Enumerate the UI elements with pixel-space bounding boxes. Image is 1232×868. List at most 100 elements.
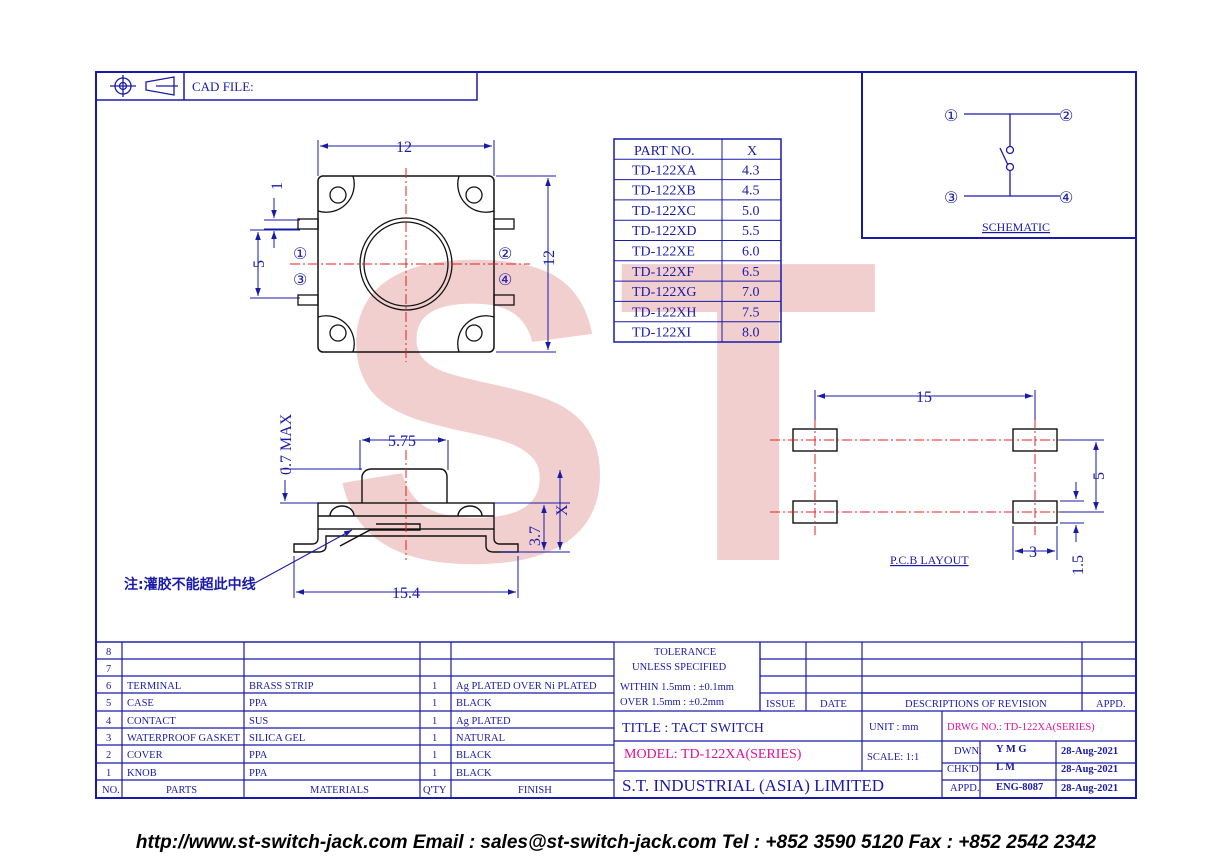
dim-pad-width-label: 3 [1029, 544, 1037, 561]
part-number-cell: TD-122XC [632, 204, 696, 219]
bom-material-cell: SILICA GEL [249, 733, 305, 744]
bom-part-cell: KNOB [127, 768, 157, 779]
bom-part-cell: CONTACT [127, 716, 176, 727]
pin-2-label: ② [498, 246, 512, 263]
svg-text:WITHIN 1.5mm : ±0.1mm: WITHIN 1.5mm : ±0.1mm [620, 682, 734, 693]
watermark-logo: ST [330, 172, 879, 652]
pin-4-label: ④ [498, 272, 512, 289]
bom-header-no: NO. [102, 785, 120, 796]
bom-no-cell: 4 [106, 716, 112, 727]
svg-text:28-Aug-2021: 28-Aug-2021 [1061, 746, 1118, 757]
pcb-layout: 15 5 3 1.5 P.C.B LAYOUT [770, 389, 1108, 575]
bom-qty-cell: 1 [432, 681, 437, 692]
title-block: TITLE : TACT SWITCH UNIT : mm DRWG NO.: … [622, 721, 1118, 795]
svg-text:ENG-8087: ENG-8087 [996, 782, 1043, 793]
bom-finish-cell: NATURAL [456, 733, 505, 744]
bom-finish-cell: BLACK [456, 698, 492, 709]
tolerance-block: TOLERANCE UNLESS SPECIFIED WITHIN 1.5mm … [620, 647, 734, 708]
svg-text:DESCRIPTIONS OF REVISION: DESCRIPTIONS OF REVISION [905, 699, 1047, 710]
bom-finish-cell: BLACK [456, 768, 492, 779]
bom-header-finish: FINISH [518, 785, 552, 796]
schematic-block: ① ② ③ ④ SCHEMATIC [861, 71, 1137, 239]
header-block: CAD FILE: [95, 71, 478, 101]
part-number-cell: TD-122XI [632, 326, 691, 341]
scale-label: SCALE: 1:1 [867, 752, 919, 763]
svg-text:OVER 1.5mm : ±0.2mm: OVER 1.5mm : ±0.2mm [620, 697, 724, 708]
bom-material-cell: PPA [249, 698, 268, 709]
x-value-cell: 6.0 [742, 245, 760, 260]
part-number-cell: TD-122XA [632, 163, 697, 178]
svg-text:UNLESS SPECIFIED: UNLESS SPECIFIED [632, 662, 727, 673]
bom-material-cell: BRASS STRIP [249, 681, 314, 692]
x-value-cell: 7.0 [742, 285, 760, 300]
dim-pin-pitch-label: 5 [251, 260, 268, 268]
bom-part-cell: WATERPROOF GASKET [127, 733, 240, 744]
model-label: MODEL: TD-122XA(SERIES) [624, 747, 802, 762]
x-header: X [747, 144, 757, 159]
part-number-cell: TD-122XF [632, 265, 694, 280]
part-number-cell: TD-122XH [632, 305, 697, 320]
bom-no-cell: 7 [106, 664, 111, 675]
svg-text:L M: L M [996, 762, 1015, 773]
bom-qty-cell: 1 [432, 768, 437, 779]
sch-pin-1: ① [944, 108, 958, 125]
sch-pin-3: ③ [944, 190, 958, 207]
dim-pcb-pitch-label: 5 [1091, 472, 1108, 480]
dim-cap-width-label: 5.75 [388, 433, 416, 450]
unit-label: UNIT : mm [869, 722, 918, 733]
bom-part-cell: CASE [127, 698, 154, 709]
x-value-cell: 4.3 [742, 163, 760, 178]
svg-text:APPD.: APPD. [1096, 699, 1125, 710]
x-value-cell: 4.5 [742, 184, 760, 199]
revision-block: ISSUE DATE DESCRIPTIONS OF REVISION APPD… [766, 699, 1125, 710]
sch-pin-2: ② [1059, 108, 1073, 125]
x-value-cell: 5.0 [742, 204, 760, 219]
bom-no-cell: 2 [106, 750, 111, 761]
svg-text:ISSUE: ISSUE [766, 699, 795, 710]
part-number-cell: TD-122XE [632, 245, 695, 260]
bom-qty-cell: 1 [432, 698, 437, 709]
bom-qty-cell: 1 [432, 716, 437, 727]
dim-body-height-label: 3.7 [527, 526, 544, 546]
svg-text:CHK'D: CHK'D [947, 764, 979, 775]
bom-finish-cell: BLACK [456, 750, 492, 761]
svg-text:DATE: DATE [820, 699, 847, 710]
pin-1-label: ① [293, 246, 307, 263]
top-view: 12 12 1 5 ① ② ③ ④ [250, 139, 558, 362]
svg-text:DWN.: DWN. [954, 746, 982, 757]
drawing-number: DRWG NO.: TD-122XA(SERIES) [947, 722, 1095, 733]
projection-symbol-icon [110, 75, 178, 97]
dim-pin-offset-label: 1 [269, 182, 286, 190]
bom-no-cell: 8 [106, 647, 111, 658]
x-value-cell: 5.5 [742, 224, 760, 239]
sch-pin-4: ④ [1059, 190, 1073, 207]
dim-pad-height-label: 1.5 [1070, 555, 1087, 575]
dim-x-label: X [554, 504, 571, 516]
x-value-cell: 7.5 [742, 305, 760, 320]
side-view: 5.75 0.7 MAX X 3.7 15.4 注:灌胶不能超此中线 [124, 413, 571, 602]
bom-finish-cell: Ag PLATED [456, 716, 511, 727]
svg-text:APPD.: APPD. [950, 783, 979, 794]
part-no-header: PART NO. [634, 144, 695, 159]
part-number-cell: TD-122XB [632, 184, 696, 199]
dim-pcb-span-label: 15 [916, 389, 932, 406]
svg-text:ST: ST [330, 172, 879, 652]
part-number-cell: TD-122XG [632, 285, 697, 300]
drawing-frame [95, 71, 1137, 799]
dim-lead-span-label: 15.4 [392, 585, 420, 602]
bom-no-cell: 3 [106, 733, 111, 744]
bom-header-materials: MATERIALS [310, 785, 369, 796]
x-value-cell: 6.5 [742, 265, 760, 280]
potting-note: 注:灌胶不能超此中线 [124, 576, 256, 593]
svg-text:28-Aug-2021: 28-Aug-2021 [1061, 764, 1118, 775]
bom-material-cell: PPA [249, 768, 268, 779]
contact-footer: http://www.st-switch-jack.com Email : sa… [135, 832, 1097, 853]
x-value-cell: 8.0 [742, 326, 760, 341]
dim-height-label: 12 [541, 250, 558, 266]
bom-no-cell: 6 [106, 681, 111, 692]
part-number-cell: TD-122XD [632, 224, 697, 239]
svg-text:TOLERANCE: TOLERANCE [654, 647, 716, 658]
bom-part-cell: TERMINAL [127, 681, 181, 692]
bom-header-qty: Q'TY [423, 785, 447, 796]
